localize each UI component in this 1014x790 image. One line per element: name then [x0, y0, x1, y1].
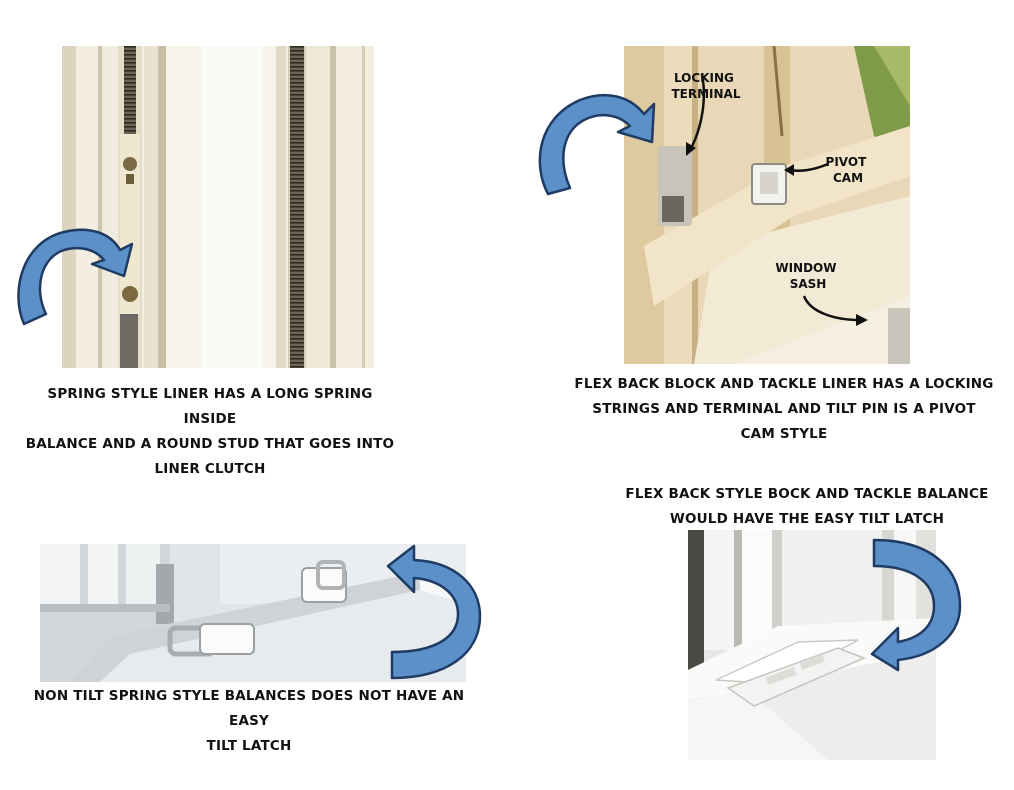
locking-terminal-label: LOCKING TERMINAL	[671, 71, 740, 101]
caption-line: FLEX BACK STYLE BOCK AND TACKLE BALANCE	[625, 486, 989, 502]
caption-line: SPRING STYLE LINER HAS A LONG SPRING INS…	[47, 386, 373, 427]
callout-line: PIVOT	[826, 155, 868, 169]
curved-arrow-icon	[868, 536, 966, 672]
curved-arrow-icon	[384, 542, 484, 682]
block-and-tackle-illustration: LOCKING TERMINAL PIVOT CAM WINDOW SASH	[624, 46, 910, 364]
pivot-cam-label: PIVOT CAM	[826, 155, 871, 185]
caption-line: FLEX BACK BLOCK AND TACKLE LINER HAS A L…	[574, 376, 994, 392]
caption-line: BALANCE AND A ROUND STUD THAT GOES INTO	[25, 436, 395, 452]
caption-block-and-tackle-liner: FLEX BACK BLOCK AND TACKLE LINER HAS A L…	[574, 372, 994, 447]
caption-line: STRINGS AND TERMINAL AND TILT PIN IS A P…	[592, 401, 976, 417]
curved-arrow-icon	[530, 88, 660, 198]
block-and-tackle-liner-photo: LOCKING TERMINAL PIVOT CAM WINDOW SASH	[624, 46, 910, 364]
callout-line: LOCKING	[674, 71, 734, 85]
caption-non-tilt-balance: NON TILT SPRING STYLE BALANCES DOES NOT …	[20, 684, 478, 759]
caption-line: WOULD HAVE THE EASY TILT LATCH	[669, 511, 945, 527]
caption-spring-style-liner: SPRING STYLE LINER HAS A LONG SPRING INS…	[20, 382, 400, 482]
caption-line: TILT LATCH	[206, 738, 292, 754]
callout-line: SASH	[790, 277, 827, 291]
caption-line: LINER CLUTCH	[154, 461, 266, 477]
caption-line: CAM STYLE	[740, 426, 828, 442]
caption-line: NON TILT SPRING STYLE BALANCES DOES NOT …	[33, 688, 465, 729]
caption-easy-tilt-latch: FLEX BACK STYLE BOCK AND TACKLE BALANCE …	[606, 482, 1008, 532]
callout-line: WINDOW	[775, 261, 836, 275]
curved-arrow-icon	[14, 220, 140, 330]
callout-line: CAM	[833, 171, 863, 185]
callout-line: TERMINAL	[671, 87, 740, 101]
window-sash-label: WINDOW SASH	[775, 261, 840, 291]
